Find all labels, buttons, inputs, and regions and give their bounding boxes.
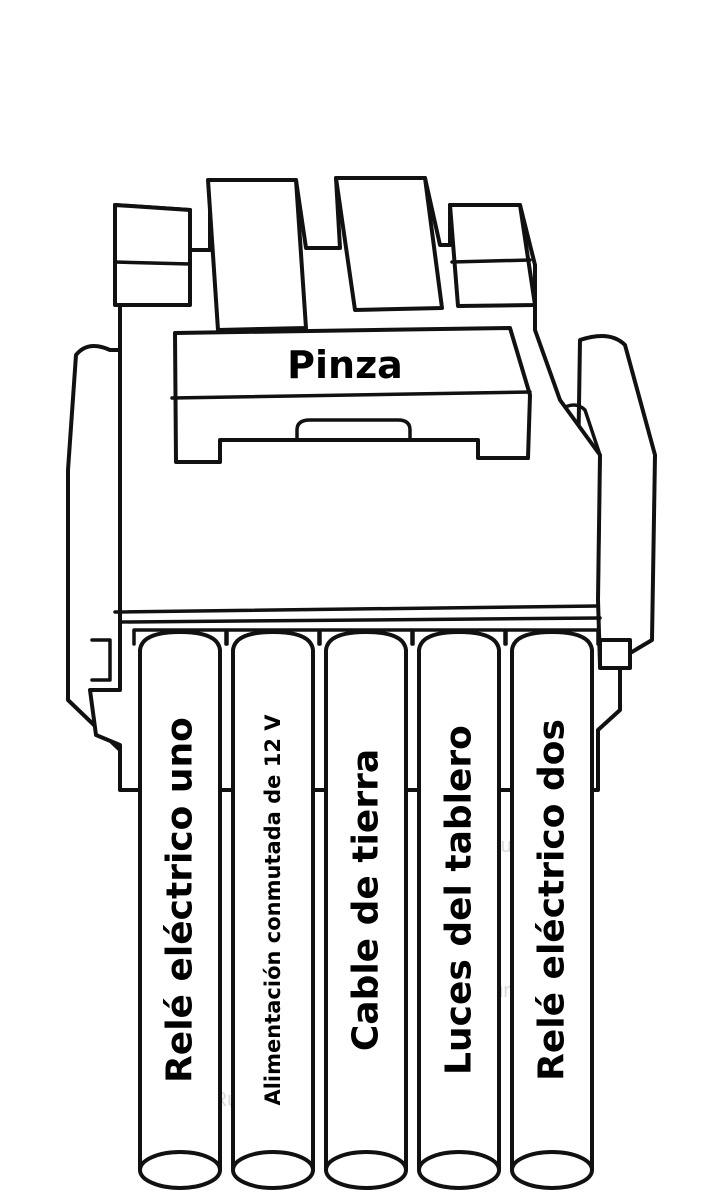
wire-end-cap <box>324 1150 408 1190</box>
wire: Luces del tablero <box>411 628 507 1190</box>
wire-end-cap <box>231 1150 315 1190</box>
wire-label: Cable de tierra <box>346 749 387 1051</box>
wire-end-cap <box>417 1150 501 1190</box>
wire-body <box>510 630 594 1172</box>
wire: Relé eléctrico uno <box>132 628 228 1190</box>
wire-body <box>231 630 315 1172</box>
wire-body <box>324 630 408 1172</box>
left-lock-tab <box>90 638 112 682</box>
housing-bottom-edge <box>113 604 600 614</box>
wire: Alimentación conmutada de 12 V <box>225 628 321 1190</box>
wire-end-cap <box>510 1150 594 1190</box>
wire-label: Luces del tablero <box>439 725 480 1075</box>
right-lock-tab <box>598 638 632 670</box>
wire: Cable de tierra <box>318 628 414 1190</box>
top-terminal-blocks <box>113 176 537 332</box>
wire-body <box>138 630 222 1172</box>
wire-label: Alimentación conmutada de 12 V <box>261 714 285 1106</box>
wire-label: Relé eléctrico uno <box>160 717 201 1083</box>
wire-label: Relé eléctrico dos <box>532 719 573 1081</box>
wire: Relé eléctrico dos <box>504 628 600 1190</box>
wires: Relé eléctrico uno Alimentación conmutada… <box>132 628 600 1190</box>
housing-bottom-edge-2 <box>118 616 602 624</box>
wire-end-cap <box>138 1150 222 1190</box>
clip: Pinza <box>170 326 532 464</box>
clip-label: Pinza <box>287 343 403 387</box>
wire-body <box>417 630 501 1172</box>
wire-socket <box>504 628 600 646</box>
